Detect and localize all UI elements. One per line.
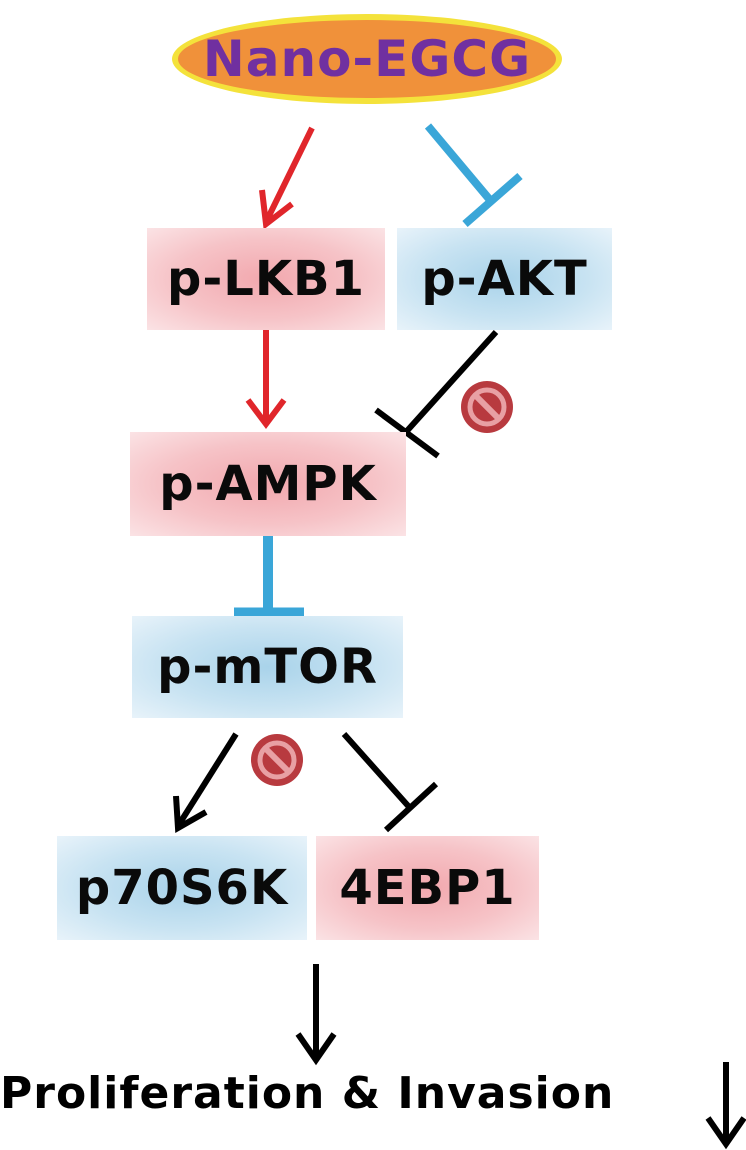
edge-egcg-inhibits-akt [424,123,523,228]
decrease-arrow-icon [705,1062,746,1150]
node-p-ampk-label: p-AMPK [159,456,377,512]
edge-mtor-inhibits-4ebp1 [341,732,439,833]
node-p70s6k-label: p70S6K [75,860,289,916]
node-p-mtor-label: p-mTOR [157,639,378,695]
nano-egcg-label: Nano-EGCG [202,30,532,88]
node-p70s6k: p70S6K [57,836,307,940]
node-4ebp1-label: 4EBP1 [339,860,516,916]
outcome-label: Proliferation & Invasion [0,1068,615,1119]
node-p-akt: p-AKT [397,228,612,330]
node-p-lkb1: p-LKB1 [147,228,385,330]
edge-p70s6k-to-outcome [295,964,337,1066]
node-p-mtor: p-mTOR [132,616,403,718]
edge-ampk-inhibits-mtor [234,536,304,617]
block-icon-akt-ampk [461,381,513,433]
nano-egcg-node: Nano-EGCG [172,14,562,104]
edge-akt-inhibits-ampk [374,329,499,459]
edge-lkb1-to-ampk [245,330,287,429]
node-p-akt-label: p-AKT [421,251,588,307]
edge-egcg-to-lkb1 [259,126,315,230]
block-icon-mtor-p70s6k [251,734,303,786]
node-4ebp1: 4EBP1 [316,836,539,940]
node-p-lkb1-label: p-LKB1 [166,251,366,307]
edge-mtor-to-p70s6k [173,732,239,833]
node-p-ampk: p-AMPK [130,432,406,536]
